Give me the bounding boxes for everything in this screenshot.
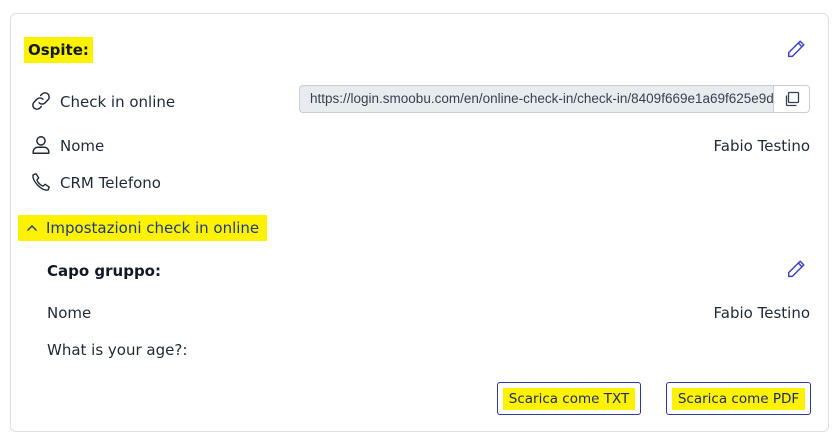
group-leader-name-value: Fabio Testino: [713, 304, 810, 322]
link-icon: [32, 92, 50, 110]
checkin-settings-label: Impostazioni check in online: [46, 219, 260, 237]
pencil-icon[interactable]: [785, 38, 807, 60]
age-question-label: What is your age?:: [47, 341, 188, 359]
guest-name-label: Nome: [60, 137, 105, 155]
download-txt-button[interactable]: Scarica come TXT: [497, 382, 641, 415]
chevron-up-icon: [27, 225, 37, 231]
guest-name-value: Fabio Testino: [713, 137, 810, 155]
copy-url-button[interactable]: [773, 85, 810, 113]
phone-label: CRM Telefono: [60, 174, 161, 192]
group-leader-title: Capo gruppo:: [47, 262, 161, 280]
copy-icon: [785, 91, 799, 107]
group-leader-name-label: Nome: [47, 304, 92, 322]
checkin-settings-toggle[interactable]: Impostazioni check in online: [18, 215, 268, 241]
pencil-icon[interactable]: [785, 258, 807, 280]
checkin-url-field[interactable]: https://login.smoobu.com/en/online-check…: [299, 85, 773, 113]
download-pdf-label: Scarica come PDF: [671, 387, 806, 410]
phone-icon: [32, 173, 50, 191]
download-pdf-button[interactable]: Scarica come PDF: [666, 382, 811, 415]
user-icon: [32, 136, 50, 154]
download-txt-label: Scarica come TXT: [502, 387, 636, 410]
guest-section-title: Ospite:: [24, 37, 93, 63]
checkin-label: Check in online: [60, 93, 176, 111]
